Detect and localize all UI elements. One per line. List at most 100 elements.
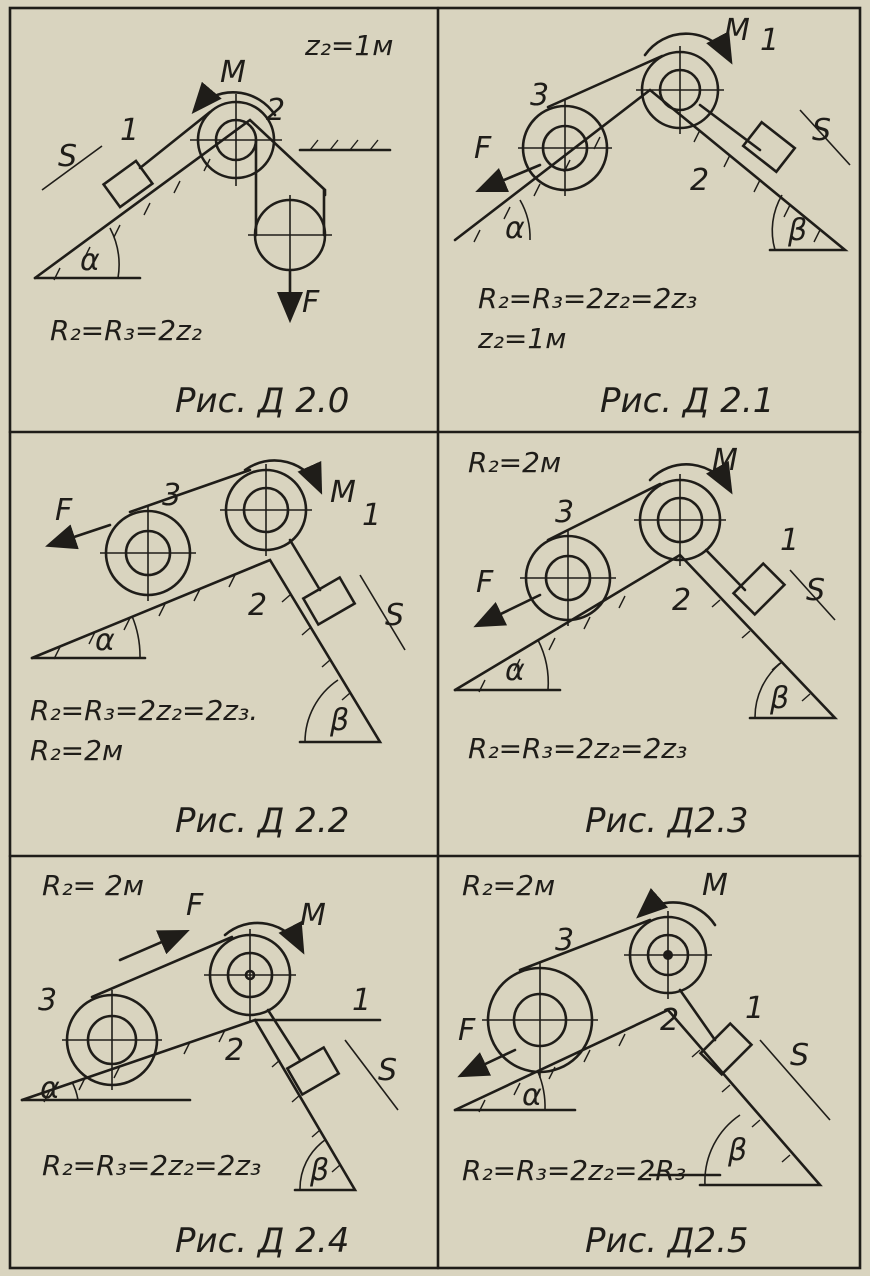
alpha-arc-d2-0 (109, 227, 120, 279)
formula-z2-d2-1: z₂=1м (477, 322, 566, 355)
beta-arc-d2-1 (771, 194, 783, 251)
alpha-arc-d2-1 (519, 199, 531, 241)
outer-frame (8, 6, 862, 1270)
s-dim-d2-3 (789, 569, 836, 621)
alpha-arc-d2-4 (71, 1081, 79, 1101)
figure-d2-2: 1 2 3 M F S α β R₂=R₃=2z₂=2z₃. R₂=2м Рис… (30, 459, 406, 841)
block-1-d2-5 (698, 1021, 754, 1077)
label-1-d2-5: 1 (745, 991, 764, 1026)
label-3-d2-3: 3 (555, 495, 574, 530)
pulley-3-d2-1 (518, 100, 612, 196)
pulley-3-d2-4 (62, 990, 162, 1090)
label-m-d2-4: M (300, 898, 326, 933)
caption-d2-3: Рис. Д2.3 (585, 801, 749, 841)
label-m-d2-1: M (724, 13, 750, 48)
force-arrow-d2-5 (457, 1048, 517, 1078)
s-dim-d2-0 (41, 145, 103, 191)
formula-r-d2-3: R₂=R₃=2z₂=2z₃ (468, 732, 687, 765)
label-1-d2-4: 1 (352, 983, 371, 1018)
label-m-d2-2: M (330, 475, 356, 510)
pulley-2-d2-2 (220, 464, 312, 556)
label-f-d2-5: F (458, 1013, 476, 1048)
label-2-d2-1: 2 (690, 163, 709, 198)
alpha-arc-d2-3 (537, 639, 550, 691)
label-s-d2-3: S (806, 573, 825, 608)
alpha-arc-d2-2 (131, 615, 141, 659)
label-3-d2-4: 3 (38, 983, 57, 1018)
formula-r2-d2-3: R₂=2м (468, 446, 561, 479)
label-1-d2-0: 1 (120, 113, 139, 148)
label-s-d2-5: S (790, 1038, 809, 1073)
label-m-d2-5: M (702, 868, 728, 903)
moment-arrow-d2-0 (191, 81, 277, 117)
caption-d2-1: Рис. Д 2.1 (600, 381, 774, 421)
formula-r-d2-4: R₂=R₃=2z₂=2z₃ (42, 1149, 261, 1182)
label-f-d2-1: F (474, 131, 492, 166)
label-1-d2-2: 1 (362, 498, 381, 533)
moment-arrow-d2-5 (636, 888, 717, 927)
figure-d2-4: 1 2 3 M F S α β R₂= 2м R₂=R₃=2z₂=2z₃ Рис… (20, 869, 399, 1261)
beta-arc-d2-2 (304, 679, 339, 743)
s-dim-d2-2 (359, 574, 406, 651)
label-2-d2-0: 2 (266, 93, 285, 128)
alpha-arc-d2-5 (537, 1071, 546, 1111)
label-3-d2-1: 3 (530, 78, 549, 113)
label-alpha-d2-2: α (95, 623, 115, 658)
label-m-d2-3: M (712, 443, 738, 478)
formula-r2-d2-2: R₂=2м (30, 734, 123, 767)
label-alpha-d2-1: α (505, 211, 525, 246)
formula-z2-d2-0: z₂=1м (304, 29, 393, 62)
label-s-d2-4: S (378, 1053, 397, 1088)
beta-arc-d2-5 (704, 1114, 741, 1186)
s-dim-d2-4 (344, 1039, 399, 1111)
force-arrow-d2-3 (473, 593, 542, 628)
label-2-d2-2: 2 (248, 588, 267, 623)
force-arrow-d2-1 (475, 163, 542, 192)
pulley-2-d2-1 (636, 46, 724, 134)
label-beta-d2-3: β (769, 681, 789, 716)
block-1-d2-3 (731, 561, 787, 617)
beta-arc-d2-3 (754, 661, 783, 719)
pulley-3-d2-5 (482, 962, 598, 1078)
caption-d2-0: Рис. Д 2.0 (175, 381, 349, 421)
label-beta-d2-5: β (727, 1133, 747, 1168)
moment-arrow-d2-4 (223, 920, 305, 955)
caption-d2-4: Рис. Д 2.4 (175, 1221, 349, 1261)
label-beta-d2-2: β (329, 703, 349, 738)
s-dim-d2-1 (799, 109, 851, 166)
label-f-d2-0: F (302, 285, 320, 320)
force-arrow-d2-2 (45, 523, 112, 550)
moment-arrow-d2-2 (243, 459, 323, 495)
figure-d2-0: 1 2 M F S α z₂=1м R₂=R₃=2z₂ Рис. Д 2.0 (33, 29, 393, 421)
formula-r-d2-0: R₂=R₃=2z₂ (50, 314, 202, 347)
pulley-3-d2-3 (520, 530, 616, 626)
label-alpha-d2-3: α (505, 653, 525, 688)
pulley-3-d2-0 (248, 138, 332, 275)
label-beta-d2-1: β (787, 213, 807, 248)
figure-d2-3: 1 2 3 M F S α β R₂=2м R₂=R₃=2z₂=2z₃ Рис.… (453, 443, 839, 841)
figure-d2-5: 1 2 3 M F S α β R₂=2м R₂=R₃=2z₂=2R₃ Рис.… (453, 868, 831, 1261)
figure-d2-1: 1 2 3 M F S α β R₂=R₃=2z₂=2z₃ z₂=1м Рис.… (453, 13, 851, 421)
label-alpha-d2-0: α (80, 243, 100, 278)
moment-arrow-d2-3 (648, 460, 733, 495)
incline-d2-2 (30, 558, 383, 744)
label-alpha-d2-4: α (40, 1071, 60, 1106)
label-f-d2-3: F (476, 565, 494, 600)
formula-r-d2-5: R₂=R₃=2z₂=2R₃ (462, 1154, 686, 1187)
s-dim-d2-5 (759, 1039, 831, 1121)
label-f-d2-4: F (186, 888, 204, 923)
label-f-d2-2: F (55, 493, 73, 528)
block-1-d2-2 (301, 575, 357, 627)
label-s-d2-1: S (812, 113, 831, 148)
beta-arc-d2-4 (299, 1139, 326, 1191)
label-1-d2-3: 1 (780, 523, 799, 558)
label-2-d2-4: 2 (225, 1033, 244, 1068)
pulley-3-d2-2 (100, 505, 196, 601)
label-1-d2-1: 1 (760, 23, 779, 58)
caption-d2-5: Рис. Д2.5 (585, 1221, 749, 1261)
caption-d2-2: Рис. Д 2.2 (175, 801, 349, 841)
force-arrow-d2-4 (118, 929, 190, 962)
label-beta-d2-4: β (309, 1153, 329, 1188)
block-1-d2-1 (741, 120, 797, 174)
formula-r-d2-1: R₂=R₃=2z₂=2z₃ (478, 282, 697, 315)
